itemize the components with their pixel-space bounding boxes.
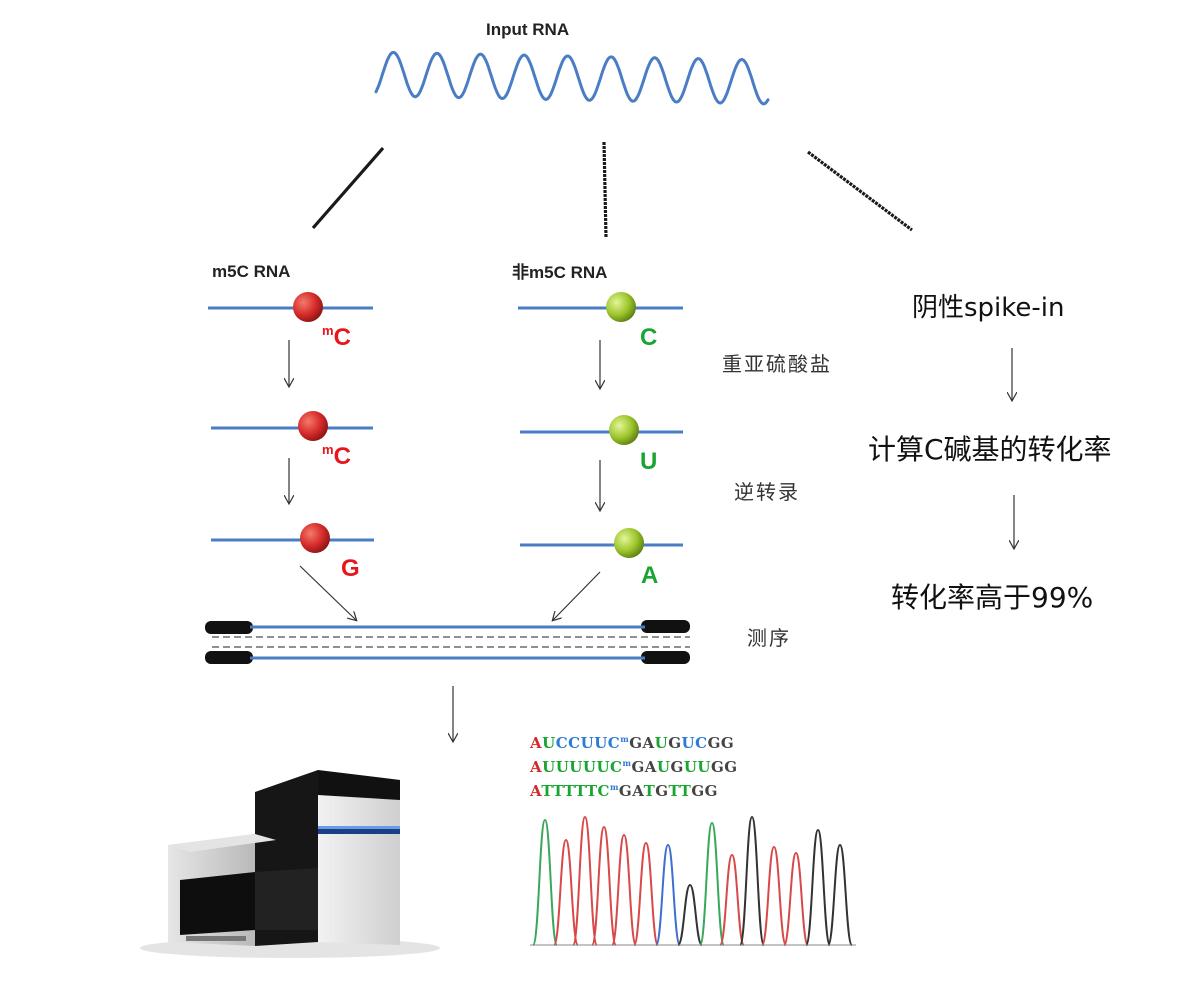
m5c-rna-label: m5C RNA (212, 262, 291, 281)
sequence-segment: G (670, 758, 684, 776)
sequence-segment: A (530, 734, 543, 752)
branch-line-left (311, 146, 385, 230)
input-rna-wave (374, 50, 770, 106)
m5c-base-3: G (341, 555, 360, 582)
chromatogram-peak (572, 815, 598, 946)
sequence-segment: m (609, 782, 619, 792)
sequence-segment: GA (629, 734, 655, 752)
chromatogram-peak (805, 828, 831, 946)
conversion-rate-compute-label: 计算C碱基的转化率 (868, 433, 1112, 466)
non-m5c-rna-label: 非m5C RNA (512, 263, 608, 282)
sequence-row-3: ATTTTTCmGATGTTGG (530, 782, 718, 800)
reverse-transcription-label: 逆转录 (734, 480, 800, 504)
non-m5c-bead-2 (609, 415, 639, 445)
sequence-segment: A (530, 758, 543, 776)
sequence-row-1: AUCCUUCmGAUGUCGG (530, 734, 734, 752)
chromatogram-peak (699, 821, 725, 946)
m5c-base-2: mC (322, 442, 351, 470)
chromatogram-peak (739, 815, 765, 946)
sequence-segment: GG (691, 782, 718, 800)
m5c-bead-3 (300, 523, 330, 553)
non-m5c-bead-3 (614, 528, 644, 558)
chromatogram-peak (655, 843, 681, 946)
non-m5c-base-3: A (641, 562, 659, 589)
merge-arrow-left (299, 565, 356, 620)
chromatogram-peak (553, 838, 579, 946)
bisulfite-label: 重亚硫酸盐 (722, 352, 832, 376)
sequence-segment: m (622, 758, 632, 768)
chromatogram-peak (761, 845, 787, 946)
m5c-base-1: mC (322, 323, 351, 351)
sequence-segment: CCUUC (555, 734, 621, 752)
chromatogram-peak (719, 853, 745, 946)
sequence-segment: m (620, 734, 630, 744)
sequencer-machine-icon (140, 770, 440, 958)
non-m5c-base-2: U (640, 448, 658, 475)
chromatogram-peak (633, 841, 659, 946)
sequencing-duplex (205, 620, 690, 664)
sequence-segment: UU (683, 758, 711, 776)
sequence-segment: G (668, 734, 682, 752)
branch-line-right (807, 150, 913, 232)
negative-spike-in-label: 阴性spike-in (912, 293, 1065, 323)
input-rna-label: Input RNA (486, 20, 570, 39)
chromatogram-peak (677, 883, 703, 946)
sequence-segment: A (530, 782, 542, 800)
sequence-segment: U (542, 734, 556, 752)
sequence-segment: T (643, 782, 656, 800)
sequencing-label: 测序 (747, 626, 791, 650)
sequence-segment: U (654, 734, 669, 752)
chromatogram-peak (611, 833, 637, 946)
sequence-segment: U (656, 758, 671, 776)
sequence-segment: GA (631, 758, 657, 776)
sequence-segment: GG (710, 758, 738, 776)
sequence-segment: UC (681, 734, 708, 752)
sequence-segment: UUUUUC (542, 758, 623, 776)
sequence-segment: TT (668, 782, 692, 800)
sequence-segment: TTTTTC (541, 782, 610, 800)
non-m5c-bead-1 (606, 292, 636, 322)
branch-line-middle (602, 141, 608, 239)
chromatogram-trace-icon (530, 815, 856, 946)
conversion-rate-result-label: 转化率高于99% (891, 581, 1094, 614)
sequence-segment: GG (707, 734, 735, 752)
sequence-segment: GA (618, 782, 644, 800)
chromatogram-peak (783, 851, 809, 946)
chromatogram-peak (591, 825, 617, 946)
chromatogram-peak (827, 843, 853, 946)
merge-arrow-right (553, 571, 601, 620)
chromatogram-peak (532, 818, 558, 946)
sequence-segment: G (655, 782, 669, 800)
non-m5c-base-1: C (640, 324, 658, 351)
m5c-bead-2 (298, 411, 328, 441)
m5c-bead-1 (293, 292, 323, 322)
sequence-row-2: AUUUUUCmGAUGUUGG (530, 758, 738, 776)
